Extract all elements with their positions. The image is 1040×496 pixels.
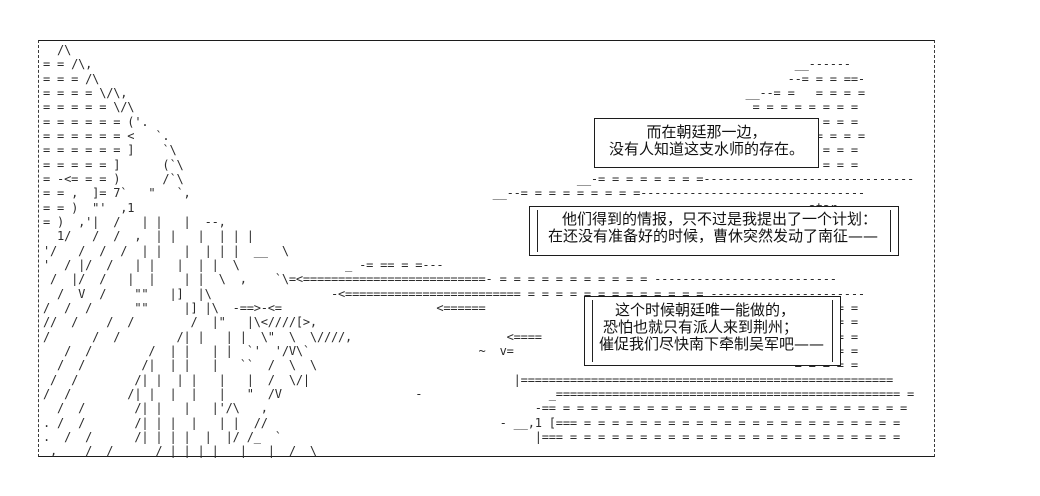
- ascii-art: /\ = = /\, __------ = = = /\: [43, 43, 915, 459]
- dialogue-line: 这个时候朝廷唯一能做的，: [615, 301, 796, 319]
- dialogue-line: 而在朝廷那一边，: [646, 123, 767, 141]
- dialogue-box-narration: 而在朝廷那一边， 没有人知道这支水师的存在。: [594, 118, 819, 168]
- dialogue-line: 他们得到的情报，只不过是我提出了一个计划：: [562, 210, 878, 228]
- dialogue-box-intel: 他们得到的情报，只不过是我提出了一个计划： 在还没有准备好的时候，曹休突然发动了…: [529, 206, 899, 256]
- dialogue-line: 恐怕也就只有派人来到荆州；: [603, 318, 799, 336]
- dialogue-box-court-plan: 这个时候朝廷唯一能做的， 恐怕也就只有派人来到荆州； 催促我们尽快南下牵制吴军吧…: [584, 296, 841, 366]
- dialogue-line: 在还没有准备好的时候，曹休突然发动了南征——: [548, 227, 879, 245]
- dialogue-line: 没有人知道这支水师的存在。: [608, 140, 804, 158]
- aa-frame: /\ = = /\, __------ = = = /\: [38, 40, 935, 459]
- dialogue-line: 催促我们尽快南下牵制吴军吧——: [599, 335, 825, 353]
